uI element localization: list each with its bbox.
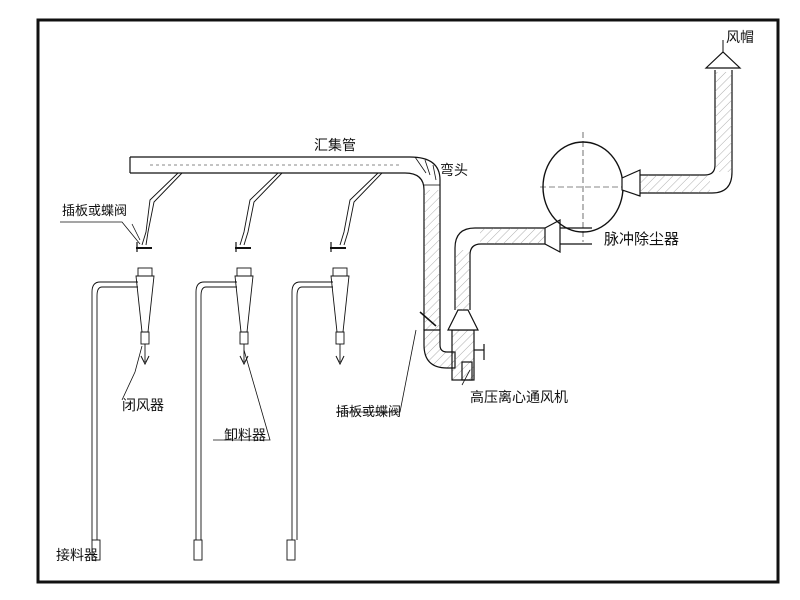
valve-left-label: 插板或蝶阀 [62,204,128,219]
branch-2 [193,172,283,561]
collector-inlet-cone [544,219,561,253]
center-valve-mark [419,311,437,327]
downpipe-hatch [424,190,440,330]
collector-pipe-label: 汇集管 [314,138,356,154]
pulse-collector-label: 脉冲除尘器 [604,230,680,248]
stack-hatch [715,72,732,172]
centrifugal-fan [447,309,485,381]
discharger-label: 卸料器 [224,428,266,444]
airlock-label: 闭风器 [122,398,164,414]
diagram-border [36,18,780,584]
riser-horizontal-hatch [480,228,545,244]
leader-lines [60,221,471,441]
receiver-label: 接料器 [56,548,98,564]
fan-riser-hatch [455,250,470,310]
lower-elbow [423,329,456,369]
collector-outlet-cone [621,169,641,197]
cap-label: 风帽 [726,30,754,46]
collector-inlet-duct [560,227,592,245]
branch-3 [286,172,383,561]
collector-pipe [129,156,441,330]
outlet-duct-hatch [640,175,710,193]
fan-label: 高压离心通风机 [470,390,568,406]
valve-center-label: 插板或蝶阀 [336,405,402,420]
elbow-label: 弯头 [440,163,468,179]
elbow-fitting [414,156,440,186]
branch-1 [91,172,183,561]
cap-top [704,51,742,69]
